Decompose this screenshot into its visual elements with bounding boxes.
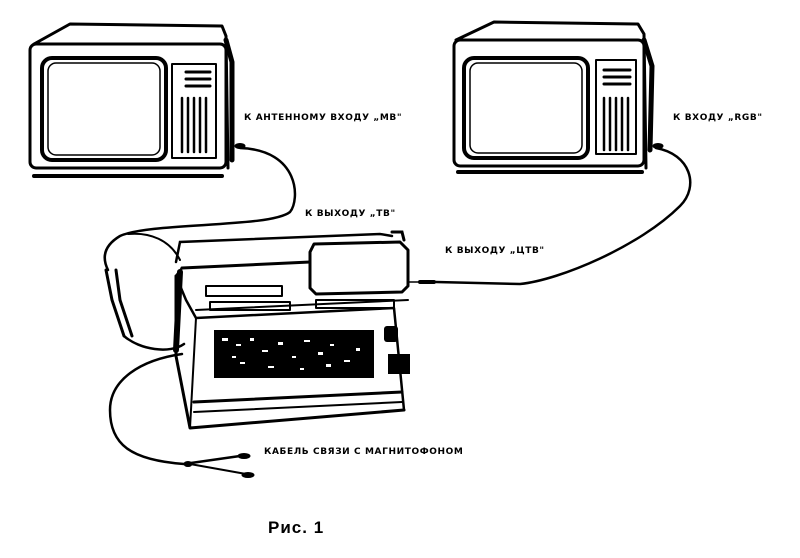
video-adapter-box	[308, 240, 410, 296]
cable-tape	[108, 352, 242, 466]
cursor-keys	[384, 326, 398, 342]
tv-set-right	[452, 20, 655, 174]
label-tape-cable: КАБЕЛЬ СВЯЗИ С МАГНИТОФОНОМ	[264, 447, 464, 457]
home-computer	[173, 260, 409, 430]
label-tv1-antenna-input: К АНТЕННОМУ ВХОДУ „МВ"	[244, 113, 403, 123]
label-tv-output: К ВЫХОДУ „ТВ"	[305, 209, 396, 219]
cable-coil	[104, 268, 134, 338]
cables	[103, 143, 692, 478]
figure-caption: Рис. 1	[268, 518, 325, 537]
keyboard	[214, 326, 410, 378]
label-color-tv-output: К ВЫХОДУ „ЦТВ"	[445, 246, 545, 256]
cable-tv-out	[174, 232, 394, 264]
tv-set-left	[28, 22, 235, 178]
cable-tv1	[103, 146, 297, 272]
cable-rgb	[434, 146, 692, 286]
label-tv2-rgb-input: К ВХОДУ „RGB"	[673, 113, 763, 123]
numeric-keys	[388, 354, 410, 374]
